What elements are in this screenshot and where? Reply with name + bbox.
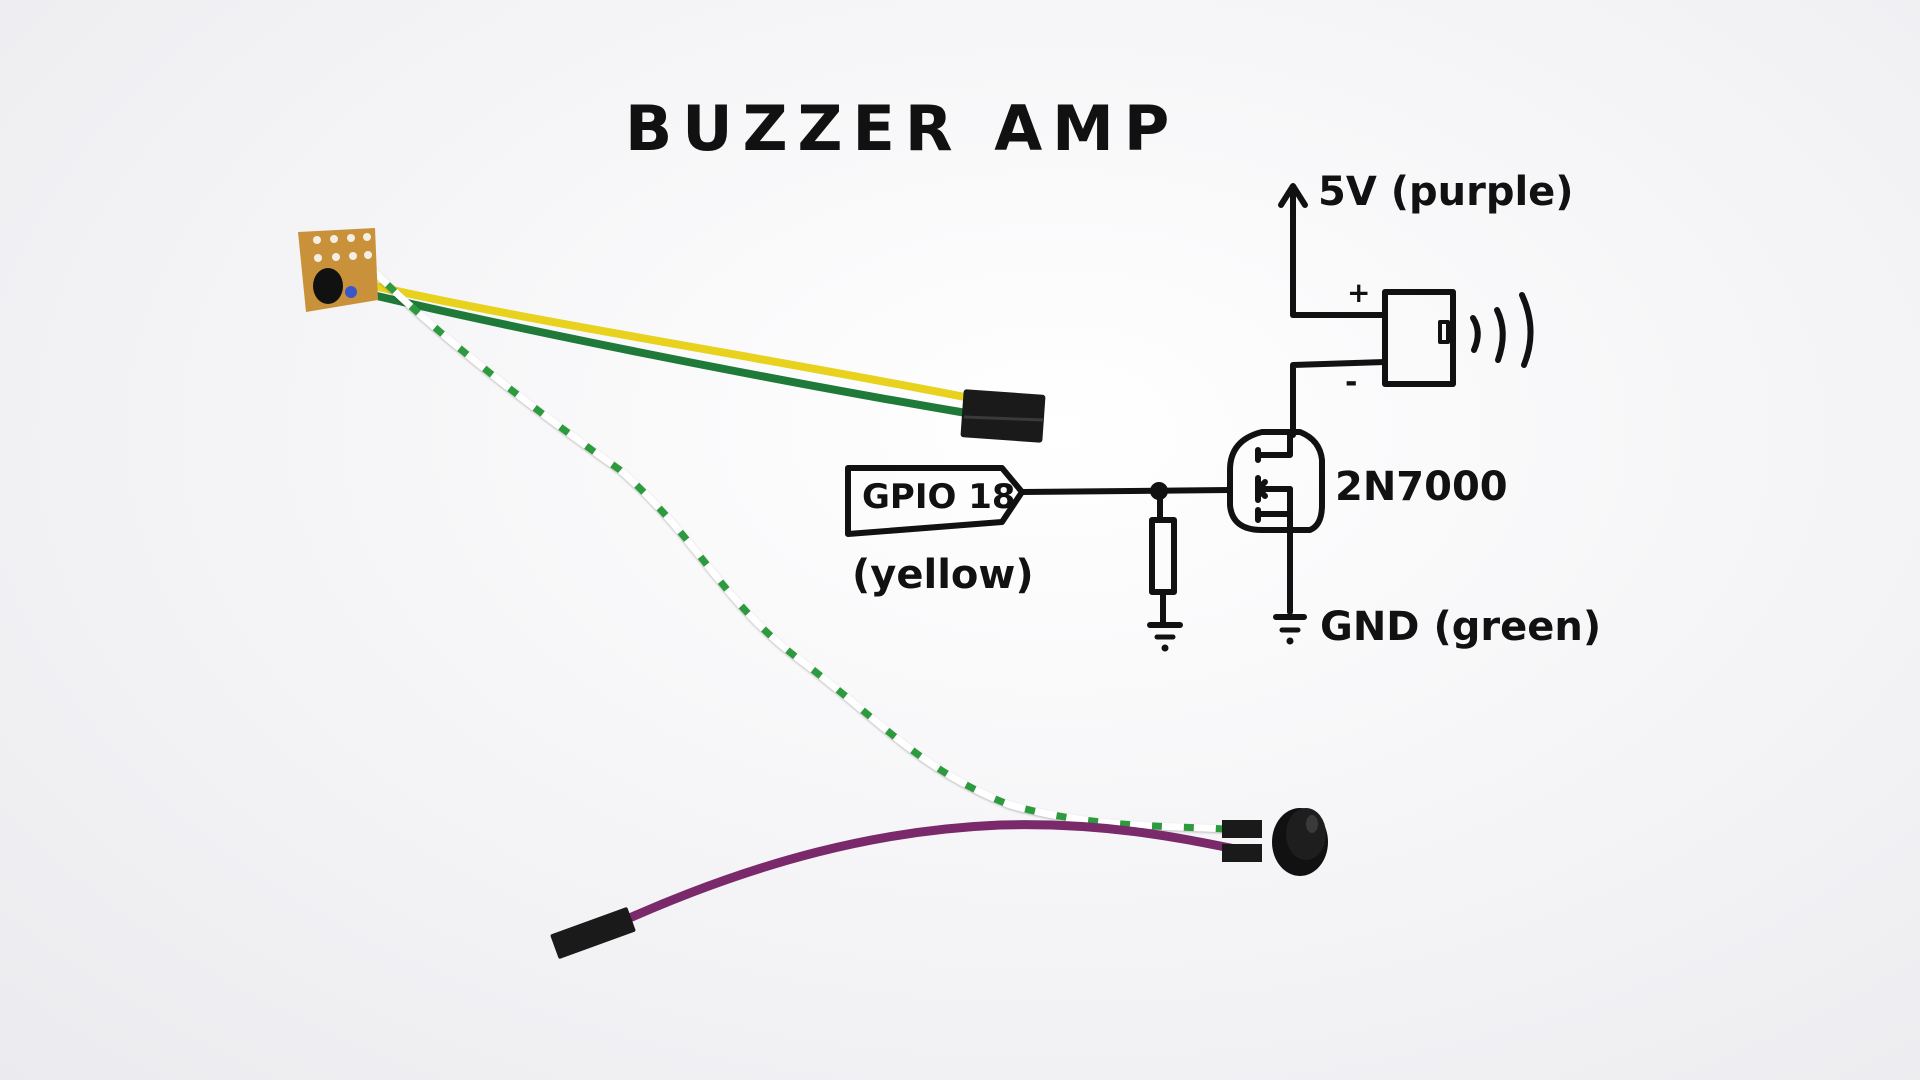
diagram-title: BUZZER AMP [625, 92, 1179, 165]
supply-arrow-icon [1278, 183, 1308, 318]
schematic: 5V (purple) + - 2N7000 [845, 169, 1601, 652]
resistor-bead [345, 286, 357, 298]
resistor-symbol-icon [1149, 488, 1177, 625]
green-wire [356, 288, 982, 419]
transistor-label: 2N7000 [1335, 464, 1508, 510]
dupont-connector-single [550, 907, 636, 959]
drain-wire [1290, 359, 1388, 438]
input-color-label: (yellow) [852, 552, 1034, 598]
supply-label: 5V (purple) [1318, 169, 1574, 215]
buzzer-plus-label: + [1347, 276, 1370, 309]
ground-symbol-icon [1147, 622, 1183, 652]
purple-wire [620, 820, 1245, 925]
white-green-wire-stripe [362, 259, 1241, 834]
yellow-wire [366, 281, 984, 404]
dupont-connector-double [960, 389, 1046, 443]
mosfet-symbol-icon [1227, 429, 1325, 615]
buzzer-symbol-icon [1382, 289, 1534, 387]
input-label: GPIO 18 [862, 477, 1016, 517]
perfboard [298, 228, 378, 312]
piezo-buzzer [1272, 808, 1328, 876]
ground-label: GND (green) [1320, 604, 1601, 650]
heat-shrink [1222, 844, 1262, 862]
heat-shrink [1222, 820, 1262, 838]
ground-symbol-icon [1273, 614, 1307, 645]
gate-wire [1019, 487, 1233, 495]
gpio-input-tag [845, 465, 1025, 537]
transistor-body [313, 268, 343, 304]
buzzer-minus-label: - [1345, 365, 1357, 400]
white-green-wire [361, 258, 1244, 834]
